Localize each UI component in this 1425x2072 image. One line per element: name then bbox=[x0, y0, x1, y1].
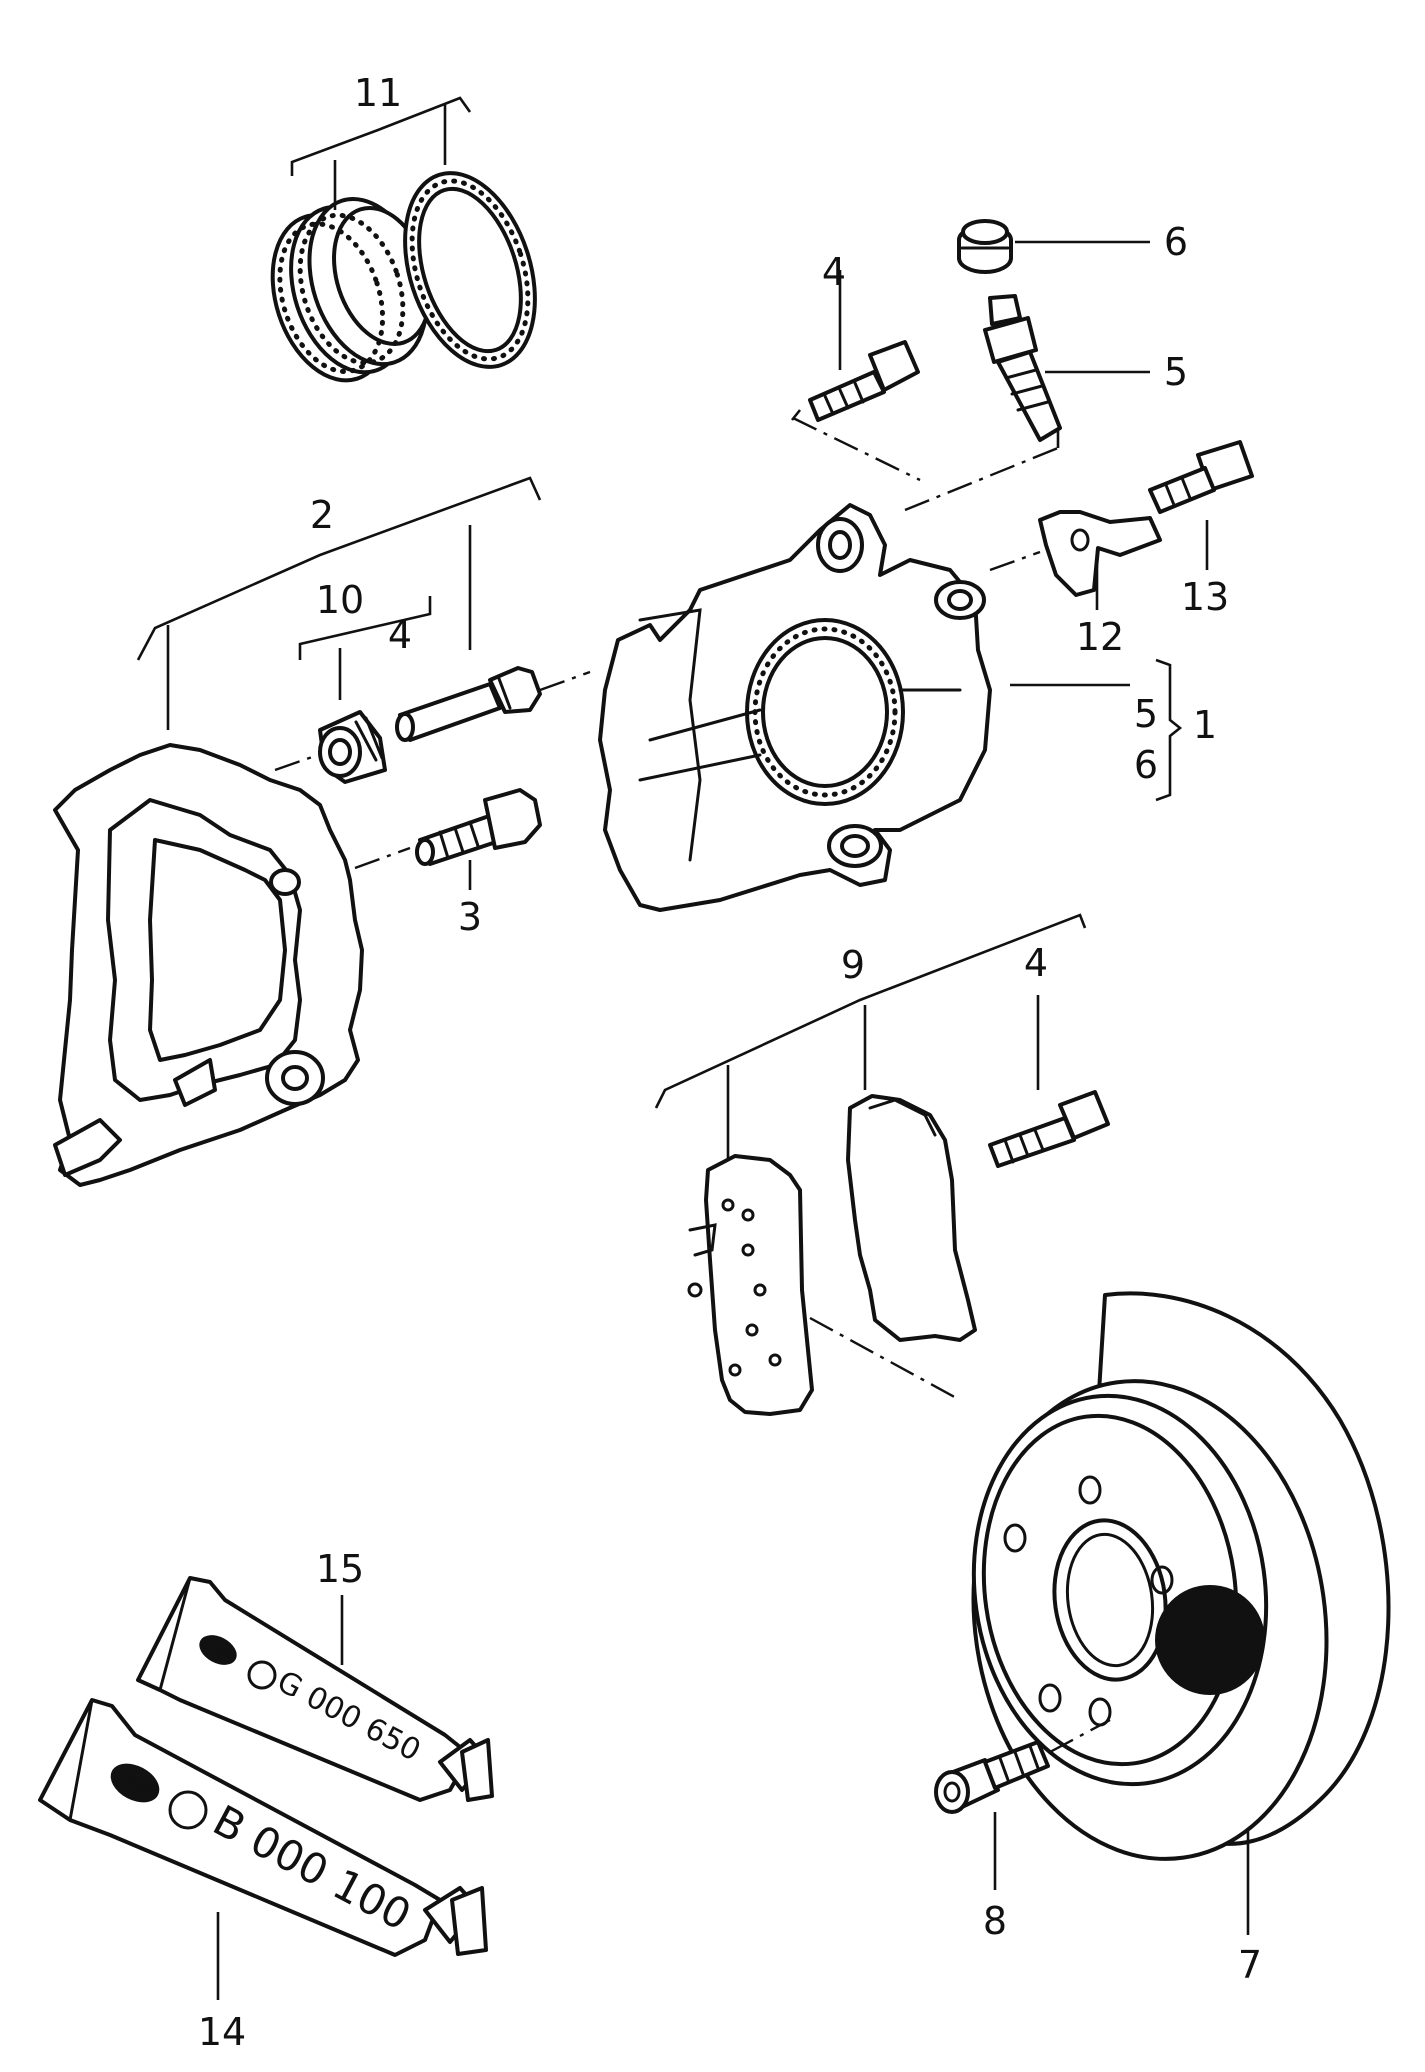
marker-dot bbox=[1155, 1585, 1265, 1695]
callout-15: 15 bbox=[316, 1547, 364, 1591]
callout-1: 1 bbox=[1193, 703, 1217, 747]
callout-6-cap: 6 bbox=[1164, 220, 1188, 264]
disc-screw-part-8 bbox=[934, 1718, 1111, 1890]
callout-4-pad: 4 bbox=[1024, 941, 1048, 985]
callout-10: 10 bbox=[316, 578, 364, 622]
callout-13: 13 bbox=[1181, 575, 1229, 619]
callout-5-group: 5 bbox=[1134, 692, 1158, 736]
callout-4-top: 4 bbox=[822, 250, 846, 294]
callout-14: 14 bbox=[198, 2010, 246, 2054]
bracket-group-11 bbox=[290, 96, 472, 210]
brake-disc-part-7 bbox=[971, 1291, 1391, 1935]
caliper-housing-part-1 bbox=[598, 503, 1130, 912]
callout-11: 11 bbox=[354, 71, 402, 115]
callout-4-pin: 4 bbox=[388, 613, 412, 657]
bolt-part-4-pad bbox=[988, 995, 1110, 1168]
callout-3: 3 bbox=[458, 895, 482, 939]
bracket-group-2 bbox=[136, 476, 542, 730]
callout-12: 12 bbox=[1076, 615, 1124, 659]
logo-large-tube bbox=[110, 1763, 160, 1803]
bolt-part-13 bbox=[1148, 440, 1254, 570]
bolt-part-3 bbox=[415, 788, 542, 890]
bracket-group-9 bbox=[654, 913, 1087, 1160]
callout-9: 9 bbox=[841, 943, 865, 987]
bracket-part-12 bbox=[989, 510, 1162, 610]
grease-tube-part-15: AUDI G 000 650 bbox=[136, 1576, 494, 1802]
callout-2: 2 bbox=[310, 493, 334, 537]
brake-pad-outer-part-9 bbox=[687, 1154, 814, 1416]
carrier-part-2 bbox=[53, 743, 411, 1187]
bolt-part-4-top bbox=[808, 270, 920, 422]
bracket-group-10-4 bbox=[298, 596, 432, 700]
guide-bush-part-10 bbox=[318, 710, 387, 784]
callout-8: 8 bbox=[983, 1899, 1007, 1943]
guide-pin-part-4 bbox=[395, 666, 591, 742]
brake-pad-inner-part-9 bbox=[809, 1094, 977, 1402]
dust-cap-part-6 bbox=[957, 219, 1150, 274]
bracket-group-1 bbox=[1155, 658, 1183, 802]
bleeder-screw-part-5 bbox=[983, 294, 1150, 442]
callout-7: 7 bbox=[1238, 1943, 1262, 1987]
callout-5-bleeder: 5 bbox=[1164, 350, 1188, 394]
callout-6-group: 6 bbox=[1134, 743, 1158, 787]
logo-small-tube bbox=[199, 1635, 237, 1665]
seal-kit-part-11 bbox=[270, 171, 537, 383]
